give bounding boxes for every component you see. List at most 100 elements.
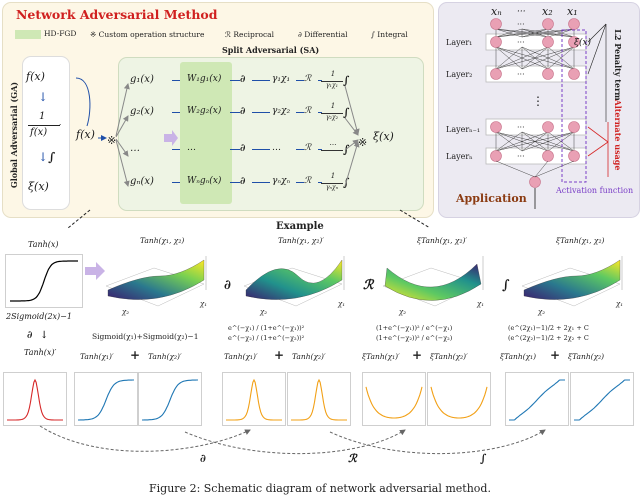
sa-arrow-2-2	[252, 149, 270, 150]
net-layer-1: Layer₁	[446, 38, 473, 47]
pair-right-0: Tanh(χ₂)′	[148, 352, 182, 361]
pair-right-3: ξTanh(χ₂)	[568, 352, 605, 361]
sa-wg-0: W₁g₁(x)	[187, 74, 222, 84]
surface-plot-2	[377, 246, 495, 318]
ga-arrow-2: ↓	[38, 150, 49, 164]
bottom-plot-0	[3, 372, 67, 426]
net-input-2: x₂	[542, 5, 553, 18]
sigmoid-caption: 2Sigmoid(2x)−1	[6, 312, 72, 321]
sa-gamma-2: …	[272, 143, 281, 153]
sa-custom-op: ※	[107, 134, 117, 147]
pair-left-2: ξTanh(χ₁)′	[362, 352, 400, 361]
net-node	[568, 18, 580, 30]
net-node	[490, 68, 502, 80]
legend-integral: ∫ Integral	[371, 30, 408, 39]
sa-gamma-0: γ₁χ₁	[272, 74, 291, 84]
sa-arrow-1-2	[252, 112, 270, 113]
net-dots: ···	[517, 70, 525, 79]
pair-right-2: ξTanh(χ₂)′	[430, 352, 468, 361]
net-node	[542, 68, 554, 80]
net-node	[568, 68, 580, 80]
sa-arrow-0-0	[172, 80, 180, 81]
sa-g-2: …	[130, 143, 140, 154]
bottom-curve-0	[7, 378, 63, 421]
sa-frac-num-1: 1	[330, 102, 336, 110]
deriv-frac-2: e^(−χ₂) / (1+e^(−χ₂))²	[228, 334, 305, 342]
bottom-curve-7	[509, 379, 565, 421]
net-input-1: x₁	[567, 5, 578, 18]
surf-title-0: Tanh(χ₁, χ₂)	[140, 236, 185, 245]
sa-arrow-3-3	[296, 182, 304, 183]
net-dots: ···	[517, 152, 525, 161]
net-node	[490, 18, 502, 30]
ga-arrow-1: ↓	[38, 90, 49, 104]
bottom-curve-8	[574, 379, 630, 421]
tanh-d-label: ∂	[27, 330, 33, 341]
sa-r-0: ℛ	[304, 74, 312, 84]
sa-arrow-3-4	[318, 182, 322, 183]
legend-hdfgd: HD-FGD	[44, 29, 77, 38]
bottom-plot-3	[222, 372, 286, 426]
sa-connectors	[67, 77, 431, 229]
legend-reciprocal: ℛ Reciprocal	[225, 30, 275, 39]
pair-left-3: ξTanh(χ₁)	[500, 352, 537, 361]
legend-differential: ∂ Differential	[298, 30, 348, 39]
hdfgd-swatch	[15, 29, 41, 39]
surf-chi1-1: χ₁	[338, 300, 346, 308]
surface-plot-1	[238, 246, 356, 318]
bottom-plot-5	[362, 372, 426, 426]
tanh-title: Tanh(x)	[28, 240, 59, 249]
int-2: (e^(2χ₂)−1)/2 + 2χ₂ + C	[508, 334, 589, 342]
sa-xi-op: ※	[358, 136, 368, 149]
sa-r-2: ℛ	[304, 143, 312, 153]
net-input-n: xₙ	[491, 5, 502, 18]
sa-arrow-1-3	[296, 112, 304, 113]
net-application: Application	[456, 192, 527, 205]
net-node	[542, 18, 554, 30]
sa-arrow-1-4	[318, 112, 322, 113]
pair-right-1: Tanh(χ₂)′	[292, 352, 326, 361]
network-graph: ···············⋮	[485, 18, 609, 209]
bottom-plot-2	[138, 372, 202, 426]
bottom-plot-8	[570, 372, 634, 426]
tanh-curve	[10, 260, 78, 302]
sa-xi: ξ(x)	[373, 130, 394, 143]
surf-chi2-0: χ₂	[122, 308, 130, 316]
sa-frac-num-2: …	[329, 139, 337, 147]
net-node	[542, 150, 554, 162]
pair-plus-2: +	[412, 348, 423, 362]
example-title: Example	[276, 221, 324, 232]
sa-frac-den-2	[321, 150, 343, 151]
surf-title-2: ξTanh(χ₁, χ₂)′	[417, 236, 468, 245]
recip-frac-1: (1+e^(−χ₁))² / e^(−χ₁)	[376, 324, 453, 332]
bottom-curve-4	[291, 378, 347, 421]
ga-fx: f(x)	[26, 70, 45, 83]
sa-wg-2: …	[187, 143, 196, 153]
bottom-plot-1	[74, 372, 138, 426]
net-node	[490, 121, 502, 133]
sa-gamma-1: γ₂χ₂	[272, 106, 291, 116]
sa-d-0: ∂	[240, 74, 246, 85]
surf-chi1-0: χ₁	[200, 300, 208, 308]
bottom-op-int: ∫	[480, 452, 487, 465]
net-layer-n1: Layerₙ₋₁	[446, 125, 481, 134]
net-node	[568, 36, 580, 48]
bottom-curve-2	[142, 379, 198, 421]
tanh-down-arrow: ↓	[40, 330, 49, 341]
method-title: Network Adversarial Method	[16, 7, 218, 22]
pair-plus-0: +	[130, 348, 141, 362]
sa-r-1: ℛ	[304, 106, 312, 116]
sa-arrow-0-2	[252, 80, 270, 81]
ga-fxp: f(x)	[30, 127, 48, 138]
ga-box	[22, 56, 70, 210]
sa-integral-0: ∫	[343, 74, 350, 87]
pair-plus-1: +	[274, 348, 285, 362]
net-alt-label: Alternate usage	[613, 99, 623, 171]
sa-arrow-1-0	[172, 112, 180, 113]
ga-integral: ∫	[48, 150, 55, 164]
sig-sum: Sigmoid(χ₁)+Sigmoid(χ₂)−1	[92, 332, 199, 341]
sa-arrow-2-3	[296, 149, 304, 150]
bottom-plot-4	[287, 372, 351, 426]
bottom-curve-1	[78, 379, 134, 421]
sa-g-1: g₂(x)	[130, 106, 154, 117]
